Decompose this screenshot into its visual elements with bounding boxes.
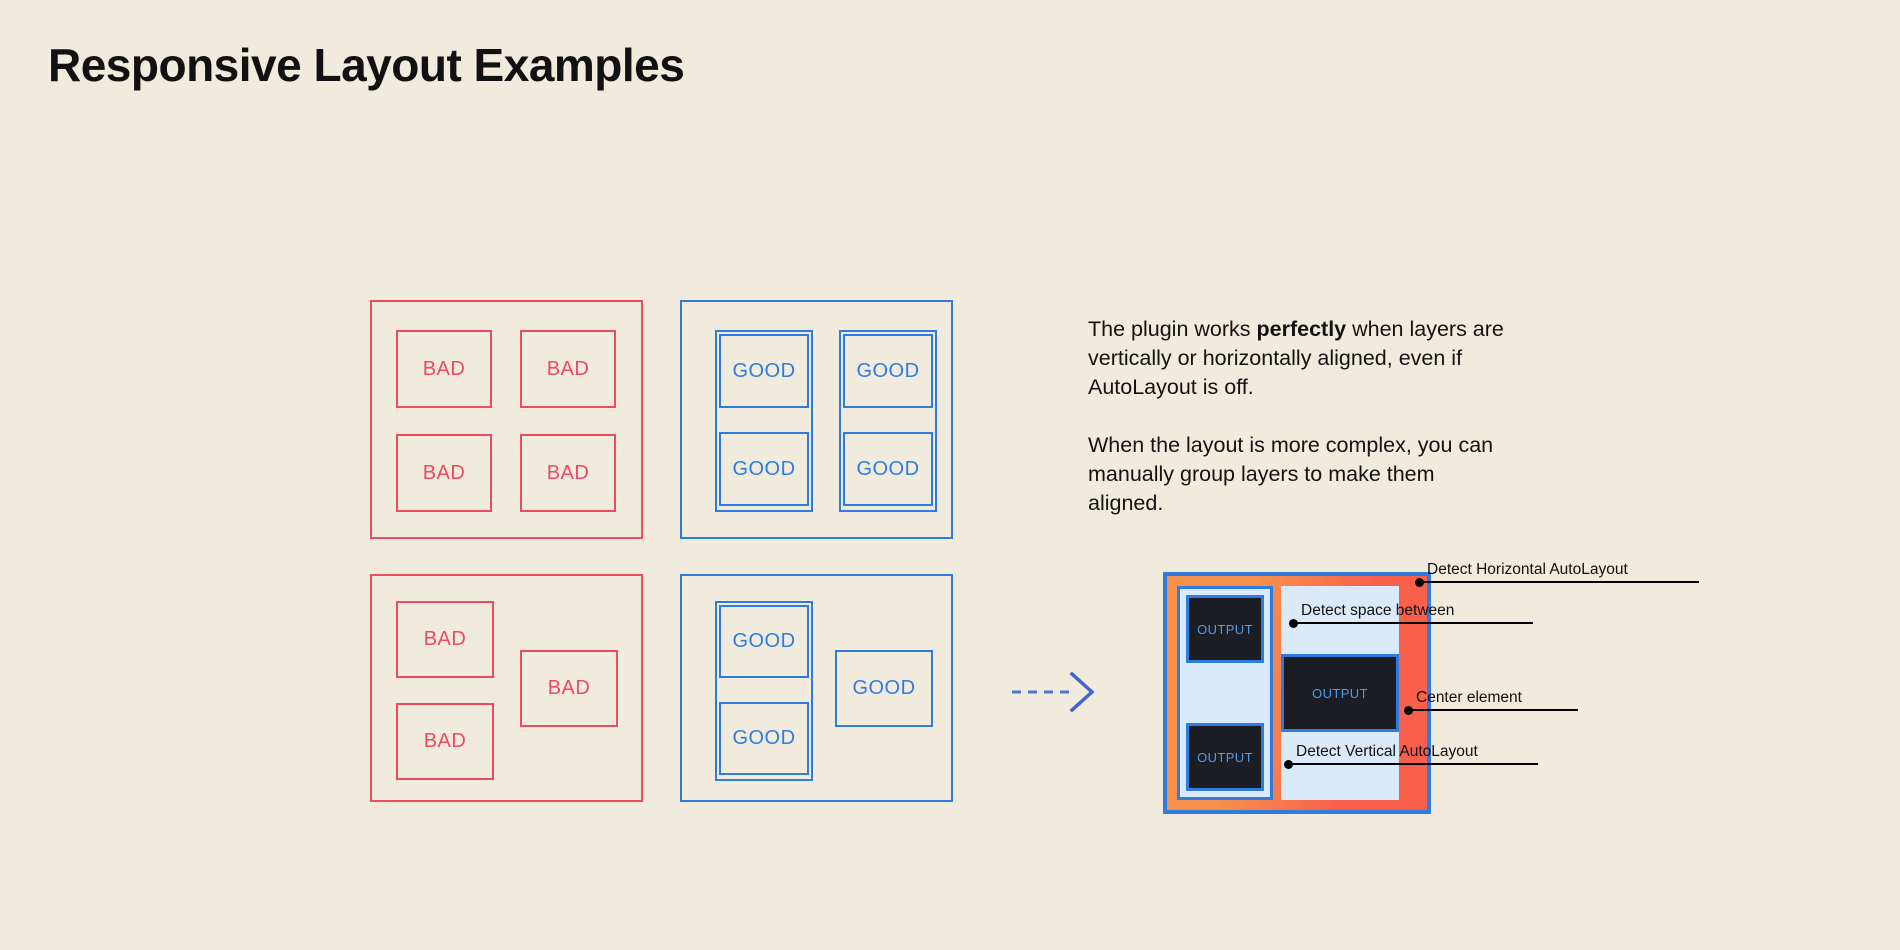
paragraph-2: When the layout is more complex, you can…: [1088, 433, 1494, 515]
cell-label: GOOD: [732, 727, 796, 749]
cell-bad: BAD: [520, 330, 616, 408]
cell-label: GOOD: [732, 457, 796, 480]
output-label: OUTPUT: [1197, 749, 1253, 765]
dashed-arrow-right-icon: [1010, 671, 1100, 713]
cell-label: GOOD: [732, 359, 796, 382]
good-column-group: GOOD GOOD: [715, 601, 813, 781]
annotation-label: Center element: [1416, 689, 1522, 706]
paragraph-1: The plugin works perfectly when layers a…: [1088, 315, 1508, 402]
output-label: OUTPUT: [1312, 685, 1368, 701]
paragraph-1-tail: when layers are vertically or horizontal…: [1088, 317, 1504, 399]
output-box: OUTPUT: [1186, 595, 1264, 663]
cell-bad: BAD: [520, 434, 616, 512]
output-box: OUTPUT: [1281, 654, 1399, 732]
annotation-anchor-dot: [1289, 619, 1298, 628]
cell-label: GOOD: [856, 359, 920, 382]
cell-good: GOOD: [719, 605, 809, 678]
cell-good: GOOD: [719, 432, 809, 506]
cell-label: GOOD: [732, 630, 796, 652]
example-group-good-grid: GOOD GOOD GOOD GOOD: [680, 300, 953, 539]
cell-label: BAD: [422, 357, 466, 380]
cell-label: GOOD: [856, 457, 920, 480]
cell-label: BAD: [546, 461, 590, 484]
annotation-leader-line: [1408, 709, 1578, 711]
page-title: Responsive Layout Examples: [48, 39, 685, 91]
example-group-good-scatter: GOOD GOOD GOOD: [680, 574, 953, 802]
description-text: The plugin works perfectly when layers a…: [1088, 315, 1508, 518]
annotation-anchor-dot: [1415, 578, 1424, 587]
example-group-bad-scatter: BAD BAD BAD: [370, 574, 643, 802]
annotation-anchor-dot: [1404, 706, 1413, 715]
annotation-detect-horizontal-autolayout: Detect Horizontal AutoLayout: [1415, 560, 1699, 587]
annotation-leader-line: [1293, 622, 1533, 624]
annotation-center-element: Center element: [1404, 688, 1578, 715]
cell-bad: BAD: [396, 703, 494, 780]
annotation-label: Detect Vertical AutoLayout: [1296, 743, 1478, 760]
cell-label: BAD: [423, 628, 467, 650]
paragraph-1-emphasis: perfectly: [1256, 317, 1347, 341]
cell-label: BAD: [422, 461, 466, 484]
cell-label: BAD: [423, 730, 467, 752]
output-box: OUTPUT: [1186, 723, 1264, 791]
annotation-detect-space-between: Detect space between: [1289, 601, 1533, 628]
annotation-detect-vertical-autolayout: Detect Vertical AutoLayout: [1284, 742, 1538, 769]
annotation-label: Detect Horizontal AutoLayout: [1427, 561, 1628, 578]
annotation-leader-line: [1288, 763, 1538, 765]
good-column-group: GOOD GOOD: [839, 330, 937, 512]
cell-bad: BAD: [520, 650, 618, 727]
cell-good: GOOD: [843, 432, 933, 506]
annotation-label: Detect space between: [1301, 602, 1455, 619]
good-column-group: GOOD GOOD: [715, 330, 813, 512]
cell-bad: BAD: [396, 601, 494, 678]
cell-bad: BAD: [396, 434, 492, 512]
autolayout-detection-diagram: OUTPUT OUTPUT OUTPUT: [1163, 572, 1431, 814]
annotation-leader-line: [1419, 581, 1699, 583]
cell-good: GOOD: [719, 334, 809, 408]
example-group-bad-grid: BAD BAD BAD BAD: [370, 300, 643, 539]
cell-label: GOOD: [852, 677, 916, 699]
cell-label: BAD: [546, 357, 590, 380]
annotation-anchor-dot: [1284, 760, 1293, 769]
cell-bad: BAD: [396, 330, 492, 408]
cell-label: BAD: [547, 677, 591, 699]
output-label: OUTPUT: [1197, 621, 1253, 637]
diagram-left-column: OUTPUT OUTPUT: [1177, 586, 1273, 800]
cell-good: GOOD: [843, 334, 933, 408]
cell-good: GOOD: [835, 650, 933, 727]
paragraph-1-lead: The plugin works: [1088, 317, 1257, 341]
diagram-inner: OUTPUT OUTPUT OUTPUT: [1167, 576, 1427, 810]
cell-good: GOOD: [719, 702, 809, 775]
paragraph-spacer: [1088, 402, 1508, 431]
